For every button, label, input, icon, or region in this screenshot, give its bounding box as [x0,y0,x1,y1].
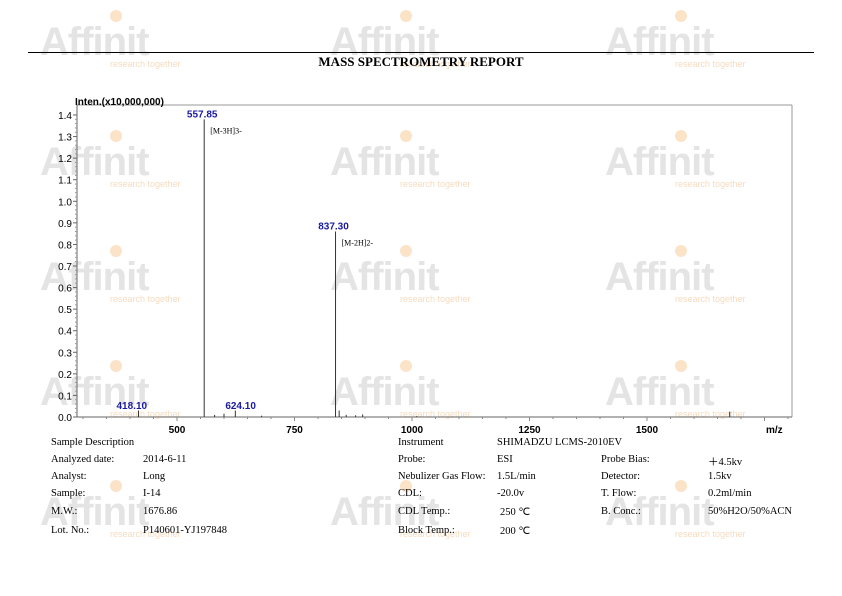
sample-field-label: Analyzed date: [51,454,115,465]
peak-mz-label: 418.10 [117,401,148,412]
x-tick-label: 500 [169,425,186,436]
sample-field-label: Lot. No.: [51,525,90,536]
y-tick-label: 1.2 [58,154,72,165]
instrument-field-label-2: Detector: [601,471,641,482]
header-rule [28,52,814,53]
sample-field-label: Analyst: [51,471,87,482]
y-tick-label: 0.6 [58,284,72,295]
instrument-field-value-2: 1.5kv [708,471,732,482]
x-axis-label: m/z [766,425,783,436]
sample-field-value: Long [143,471,166,482]
instrument-field-label-2: Probe Bias: [601,454,650,465]
y-tick-label: 0.2 [58,370,72,381]
instrument-field-label-2: B. Conc.: [601,506,641,517]
instrument-field-value-2: 0.2ml/min [708,488,752,499]
x-tick-label: 750 [286,425,303,436]
sample-field-label: M.W.: [51,506,78,517]
peak-annotation: [M-3H]3- [210,126,242,135]
mass-spectrum-chart: Inten.(x10,000,000) m/z 0.0 0.1 0.2 0.3 0.4 0.5… [58,97,793,436]
peak-mz-label: 557.85 [187,109,218,120]
x-tick-label: 1500 [636,425,659,436]
instrument-field-value: -20.0v [497,488,525,499]
instrument-field-value: ESI [497,454,513,465]
x-tick-label: 1250 [518,425,541,436]
peak-mz-label: 624.10 [225,401,256,412]
page-title: MASS SPECTROMETRY REPORT [318,54,524,69]
sample-heading: Sample Description [51,437,135,448]
y-tick-label: 1.1 [58,176,72,187]
peak-annotation: [M-2H]2- [342,238,374,247]
instrument-field-label: CDL Temp.: [398,506,451,517]
y-tick-label: 0.1 [58,391,72,402]
sample-field-value: I-14 [143,488,161,499]
instrument-label: Instrument [398,437,444,448]
sample-field-value: P140601-YJ197848 [143,525,228,536]
y-tick-label: 0.5 [58,305,72,316]
instrument-field-value: 1.5L/min [497,471,536,482]
peak-mz-label: 837.30 [318,221,349,232]
instrument-field-value-2: 50%H2O/50%ACN [708,506,792,517]
instrument-field-value: 250 ℃ [500,507,531,518]
instrument-field-value-2: ＋4.5kv [708,457,743,468]
y-tick-label: 0.9 [58,219,72,230]
instrument-field-value: 200 ℃ [500,526,531,537]
sample-field-value: 2014-6-11 [143,454,187,465]
instrument-field-label: Probe: [398,454,426,465]
instrument-field-label: CDL: [398,488,422,499]
instrument-field-label-2: T. Flow: [601,488,637,499]
y-tick-label: 0.4 [58,327,72,338]
instrument-value: SHIMADZU LCMS-2010EV [497,437,623,448]
y-tick-label: 0.7 [58,262,72,273]
sample-field-value: 1676.86 [143,506,178,517]
y-tick-label: 0.8 [58,240,72,251]
y-tick-label: 0.3 [58,348,72,359]
instrument-field-label: Nebulizer Gas Flow: [398,471,486,482]
y-tick-label: 1.3 [58,133,72,144]
instrument-field-label: Block Temp.: [398,525,455,536]
sample-field-label: Sample: [51,488,86,499]
y-axis-label: Inten.(x10,000,000) [75,97,164,108]
y-tick-label: 1.0 [58,197,72,208]
y-tick-label: 1.4 [58,111,72,122]
x-tick-label: 1000 [401,425,424,436]
y-tick-label: 0.0 [58,413,72,424]
